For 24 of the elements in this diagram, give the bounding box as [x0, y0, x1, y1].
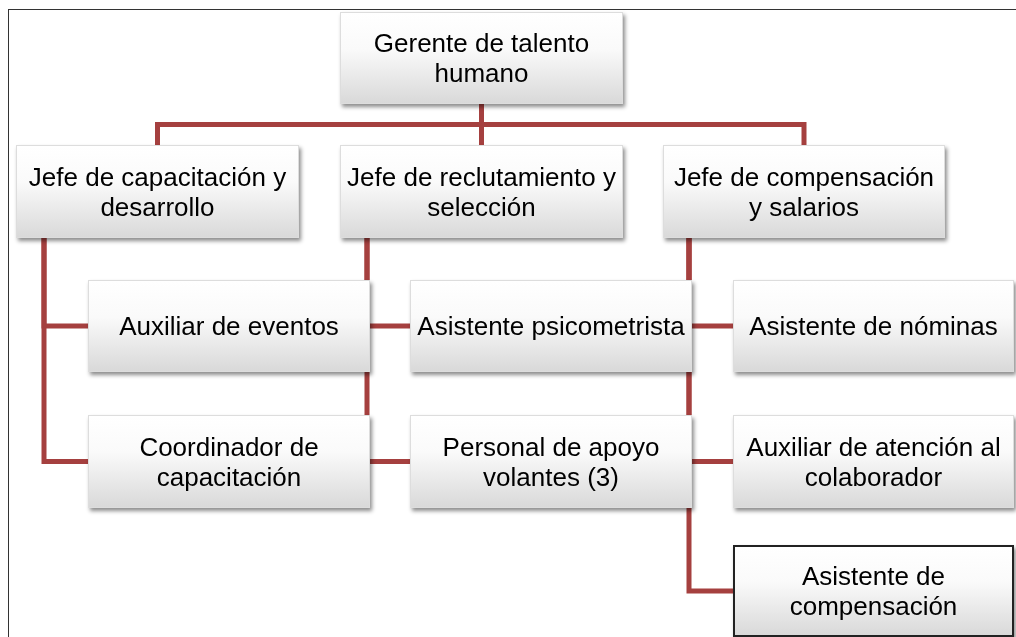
org-box	[733, 280, 1014, 372]
org-box	[410, 415, 692, 508]
role-label: Auxiliar de eventos	[119, 311, 339, 341]
org-box	[340, 12, 623, 104]
role-label: Auxiliar de atención al colaborador	[745, 431, 1002, 492]
role-label: Asistente de nóminas	[749, 311, 998, 341]
role-label: Coordinador de capacitación	[138, 431, 320, 492]
role-label: Gerente de talento humano	[372, 28, 591, 88]
org-box	[733, 415, 1014, 508]
role-label: Asistente psicometrista	[417, 311, 685, 341]
org-box	[16, 145, 299, 238]
connector-line	[41, 238, 88, 464]
role-label: Jefe de capacitación y desarrollo	[27, 161, 288, 222]
role-label: Asistente de compensación	[788, 561, 959, 621]
role-label: Jefe de compensación y salarios	[672, 161, 936, 222]
org-box	[88, 415, 370, 508]
org-box	[340, 145, 623, 238]
org-box	[410, 280, 692, 372]
org-box	[733, 545, 1014, 637]
org-box	[663, 145, 945, 238]
role-label: Personal de apoyo volantes (3)	[441, 431, 661, 492]
connector-line	[479, 104, 807, 145]
role-label: Jefe de reclutamiento y selección	[346, 161, 617, 222]
org-box	[88, 280, 370, 372]
